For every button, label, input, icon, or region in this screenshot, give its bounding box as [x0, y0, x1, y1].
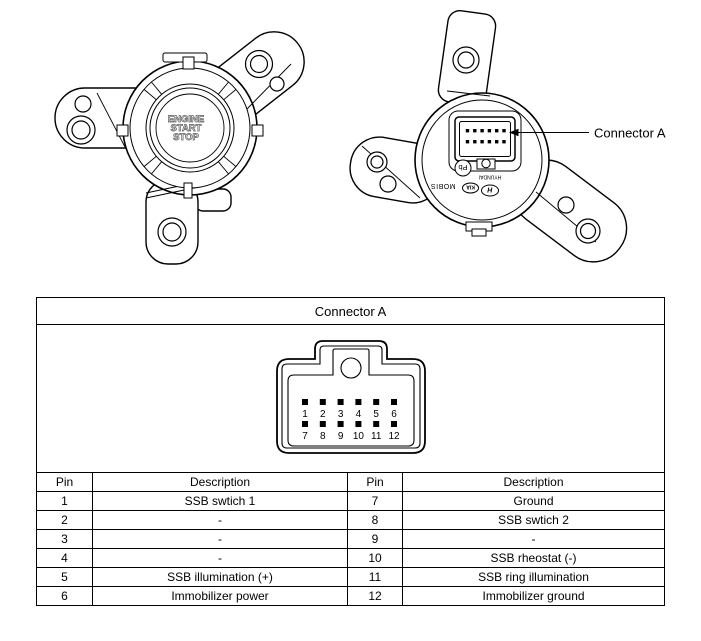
hyundai-label: HYUNDAI — [479, 174, 502, 180]
pb-free-label: Pb — [458, 163, 467, 172]
callout-arrow-icon — [509, 128, 519, 137]
back-bottom-clip-small — [471, 228, 487, 237]
pin-cell: 11 — [347, 567, 403, 587]
desc-cell: SSB swtich 2 — [401, 510, 666, 530]
desc-cell: Ground — [401, 491, 666, 511]
pin-cell: 2 — [36, 510, 93, 530]
front-bottom-clip — [183, 182, 193, 199]
col-header-pin-right: Pin — [347, 472, 403, 492]
connector-pin-numbers: 1 2 3 4 5 6 7 8 9 10 11 12 — [302, 409, 400, 442]
connector-diagram-cell: 1 2 3 4 5 6 7 8 9 10 11 12 — [35, 324, 666, 473]
front-left-clip — [116, 124, 129, 137]
engine-start-stop-label: ENGINE START STOP — [167, 114, 204, 144]
svg-text:8: 8 — [320, 431, 326, 442]
pin-row-3-9: 3 - 9 - — [36, 529, 666, 549]
back-mount-holes — [366, 46, 601, 244]
svg-text:ENGINE: ENGINE — [168, 114, 204, 125]
col-header-pin-left: Pin — [36, 472, 93, 492]
pin-cell: 7 — [347, 491, 403, 511]
connector-a-callout: Connector A — [509, 126, 666, 141]
desc-cell: - — [92, 529, 348, 549]
connector-pin-squares — [301, 398, 397, 427]
front-right-clip — [251, 124, 264, 137]
pin-cell: 6 — [36, 586, 93, 606]
svg-text:2: 2 — [320, 409, 326, 420]
svg-text:5: 5 — [373, 409, 379, 420]
pin-row-5-11: 5 SSB illumination (+) 11 SSB ring illum… — [36, 567, 666, 587]
svg-text:3: 3 — [337, 409, 343, 420]
pin-cell: 12 — [347, 586, 403, 606]
svg-text:1: 1 — [302, 409, 308, 420]
pin-cell: 5 — [36, 567, 93, 587]
desc-cell: Immobilizer ground — [401, 586, 666, 606]
pin-row-1-7: 1 SSB swtich 1 7 Ground — [36, 491, 666, 511]
connector-table-title: Connector A — [35, 297, 666, 325]
svg-text:H: H — [487, 186, 493, 193]
pin-cell: 4 — [36, 548, 93, 568]
svg-text:4: 4 — [355, 409, 361, 420]
pin-cell: 1 — [36, 491, 93, 511]
back-view-drawing: Pb MOBIS HYUNDAI KIA H — [349, 9, 628, 263]
connector-a-inner — [459, 121, 511, 157]
pin-row-6-12: 6 Immobilizer power 12 Immobilizer groun… — [36, 586, 666, 606]
desc-cell: - — [401, 529, 666, 549]
svg-text:7: 7 — [302, 431, 308, 442]
svg-text:6: 6 — [391, 409, 397, 420]
connector-pinout-table: Connector A — [35, 297, 666, 606]
connector-latch-hole — [339, 356, 362, 379]
svg-text:11: 11 — [371, 431, 382, 442]
svg-text:10: 10 — [352, 431, 364, 442]
pin-cell: 10 — [347, 548, 403, 568]
connector-a-latch-hole — [481, 158, 491, 169]
front-view-drawing: ENGINE START STOP — [54, 31, 305, 265]
desc-cell: SSB ring illumination — [401, 567, 666, 587]
pin-row-2-8: 2 - 8 SSB swtich 2 — [36, 510, 666, 530]
svg-text:START: START — [171, 123, 202, 134]
pin-row-4-10: 4 - 10 SSB rheostat (-) — [36, 548, 666, 568]
svg-text:KIA: KIA — [466, 184, 475, 190]
pin-table-header-row: Pin Description Pin Description — [36, 472, 666, 492]
connector-cavity — [286, 347, 415, 447]
hyundai-logo — [481, 184, 499, 197]
front-mount-holes — [66, 49, 285, 247]
pin-cell: 9 — [347, 529, 403, 549]
col-header-desc-right: Description — [401, 472, 666, 492]
connector-a-diagram: 1 2 3 4 5 6 7 8 9 10 11 12 — [275, 339, 426, 454]
svg-text:9: 9 — [337, 431, 343, 442]
device-drawings: ENGINE START STOP — [54, 9, 666, 265]
mobis-label: MOBIS — [430, 182, 455, 189]
desc-cell: SSB illumination (+) — [92, 567, 348, 587]
kia-logo — [462, 182, 479, 194]
desc-cell: SSB rheostat (-) — [401, 548, 666, 568]
pin-cell: 3 — [36, 529, 93, 549]
desc-cell: Immobilizer power — [92, 586, 348, 606]
pin-cell: 8 — [347, 510, 403, 530]
desc-cell: - — [92, 510, 348, 530]
connector-a-pins — [465, 129, 506, 144]
svg-text:12: 12 — [388, 431, 400, 442]
front-spokes — [143, 81, 237, 175]
svg-text:STOP: STOP — [173, 132, 199, 143]
callout-label: Connector A — [594, 126, 666, 141]
pb-free-icon — [454, 159, 472, 177]
front-button-face — [155, 93, 225, 163]
desc-cell: - — [92, 548, 348, 568]
front-top-clip-tab — [182, 56, 195, 70]
desc-cell: SSB swtich 1 — [92, 491, 348, 511]
col-header-desc-left: Description — [92, 472, 348, 492]
